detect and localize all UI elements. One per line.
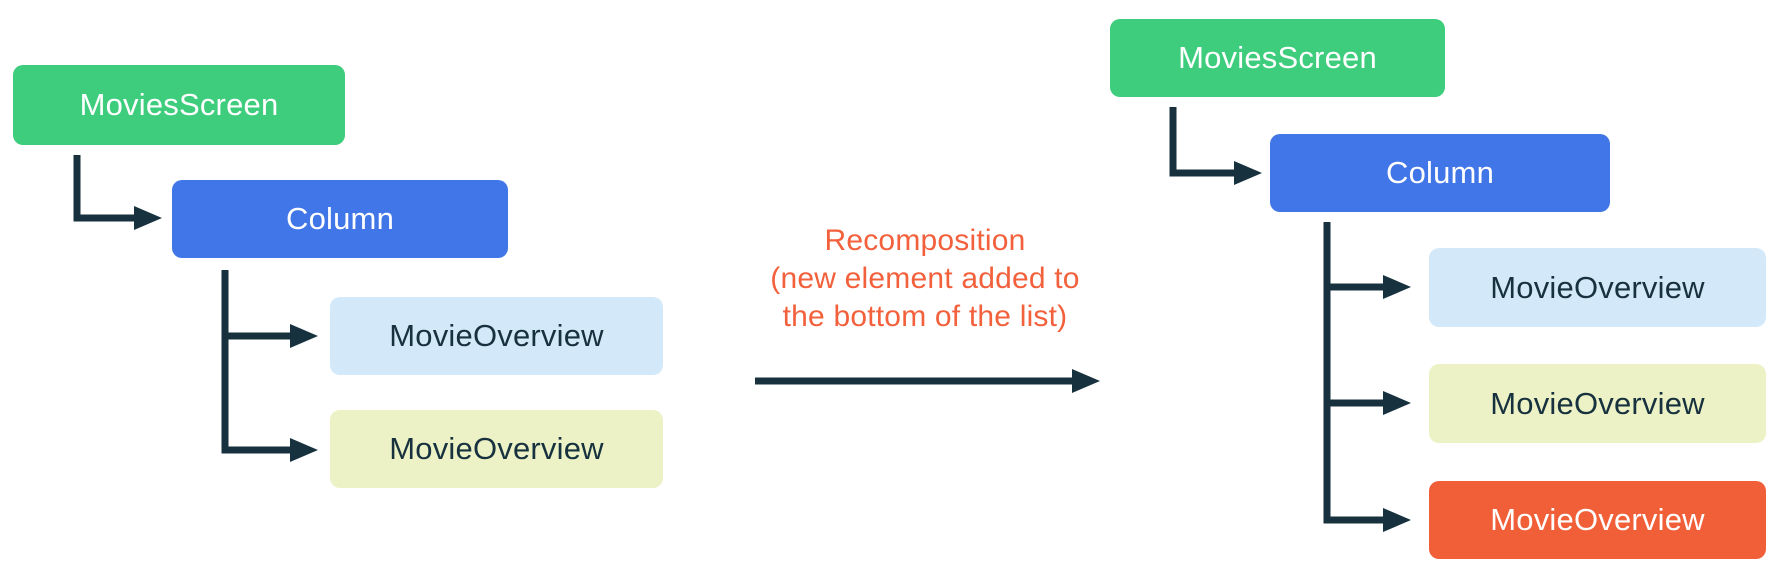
left-tree-node-column: Column — [172, 180, 508, 258]
right-column-to-child-3-connector — [1323, 222, 1411, 532]
annotation-line-1: Recomposition — [824, 224, 1026, 257]
right-tree-node-movieoverview-1: MovieOverview — [1429, 248, 1766, 327]
recomposition-annotation: Recomposition (new element added to the … — [640, 222, 1210, 336]
right-root-to-column-connector — [1169, 107, 1262, 185]
annotation-line-3: the bottom of the list) — [782, 300, 1068, 333]
left-tree-node-movieoverview-2: MovieOverview — [330, 410, 663, 488]
left-tree-node-movieoverview-1: MovieOverview — [330, 297, 663, 375]
right-tree-node-movieoverview-2: MovieOverview — [1429, 364, 1766, 443]
left-column-to-child-2-connector — [221, 270, 318, 462]
left-root-to-column-connector — [73, 155, 162, 230]
right-tree-node-column: Column — [1270, 134, 1610, 212]
annotation-line-2: (new element added to — [770, 262, 1080, 295]
right-tree-node-moviesscreen: MoviesScreen — [1110, 19, 1445, 97]
right-tree-node-movieoverview-3-new: MovieOverview — [1429, 481, 1766, 559]
left-tree-node-moviesscreen: MoviesScreen — [13, 65, 345, 145]
